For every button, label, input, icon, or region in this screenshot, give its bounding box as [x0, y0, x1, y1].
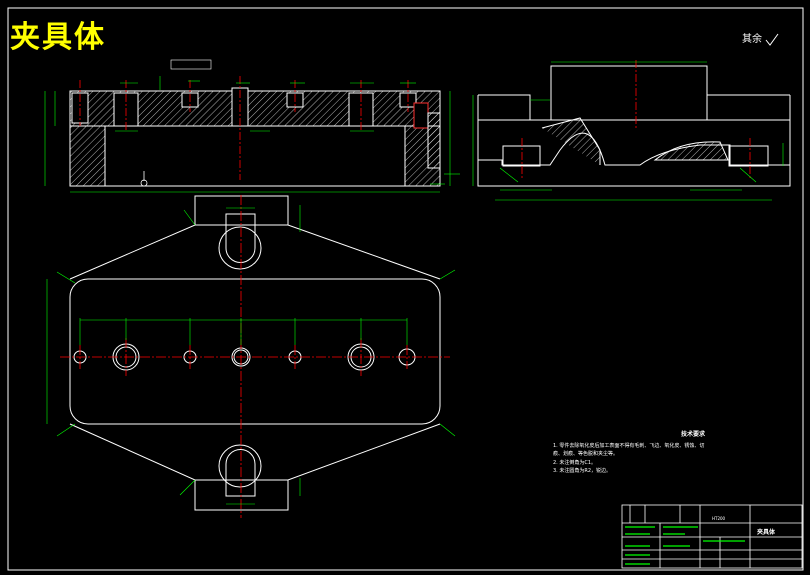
front-centerlines: [79, 76, 409, 180]
drawing-frame: [7, 7, 804, 571]
side-dimensions: [472, 61, 784, 201]
title-block-material: HT200: [712, 516, 726, 521]
front-section-view: [69, 87, 441, 187]
top-view: [69, 195, 441, 511]
tech-req-line: 3. 未注圆角为R2，锐边。: [553, 468, 612, 474]
top-dimensions: [46, 205, 456, 505]
technical-requirements: 技术要求 1. 零件去除氧化皮后加工表面不得有毛刺、飞边、氧化皮、锈蚀、切 痕、…: [553, 431, 803, 476]
tech-req-heading: 技术要求: [680, 431, 705, 438]
tech-req-line: 1. 零件去除氧化皮后加工表面不得有毛刺、飞边、氧化皮、锈蚀、切: [553, 442, 705, 449]
tech-req-line: 痕、划痕、等色脱和夹尘等。: [553, 451, 619, 457]
title-block: [621, 504, 803, 569]
side-view: [477, 65, 791, 187]
title-block-part-name: 夹具体: [757, 529, 776, 536]
surface-roughness-note: 其余: [742, 30, 779, 47]
roughness-label: 其余: [742, 34, 762, 45]
side-centerlines: [521, 60, 751, 178]
datum-symbol: [140, 171, 148, 187]
tech-req-line: 2. 未注倒角为C1。: [553, 459, 597, 466]
top-centerlines: [60, 195, 450, 518]
roughness-check-icon: [765, 33, 779, 46]
front-dimensions: [44, 59, 460, 193]
title-block-entries: [625, 526, 745, 565]
drawing-title: 夹具体: [10, 20, 106, 55]
